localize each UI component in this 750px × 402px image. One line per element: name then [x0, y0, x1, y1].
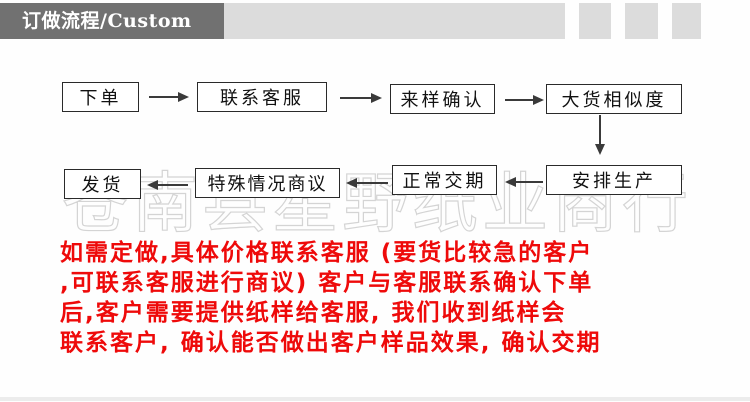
flow-step-normal-delivery: 正常交期: [392, 165, 497, 195]
notice-line: 联系客户, 确认能否做出客户样品效果, 确认交期: [60, 330, 602, 356]
header-decor-square-1: [579, 3, 611, 39]
header-decor-square-3: [672, 3, 701, 39]
notice-line: 如需定做,具体价格联系客服 (要货比较急的客户: [60, 240, 594, 266]
arrow-left-icon: [505, 177, 543, 187]
arrow-left-icon: [346, 178, 388, 188]
flow-step-arrange-production: 安排生产: [546, 165, 682, 195]
bottom-divider: [0, 397, 750, 401]
header-bar-extension: [224, 3, 565, 39]
flow-step-bulk-similarity: 大货相似度: [546, 84, 682, 114]
custom-order-notice: 如需定做,具体价格联系客服 (要货比较急的客户 ,可联系客服进行商议) 客户与客…: [60, 238, 740, 358]
arrow-down-icon: [595, 115, 605, 155]
arrow-left-icon: [147, 180, 188, 190]
flow-step-sample-confirm: 来样确认: [390, 84, 495, 114]
page-title: 订做流程/Custom: [22, 10, 192, 32]
arrow-right-icon: [340, 93, 382, 103]
notice-line: ,可联系客服进行商议) 客户与客服联系确认下单: [60, 270, 594, 296]
arrow-right-icon: [505, 95, 544, 105]
notice-line: 后,客户需要提供纸样给客服, 我们收到纸样会: [60, 300, 567, 326]
arrow-right-icon: [149, 92, 189, 102]
flow-step-ship: 发货: [64, 169, 141, 199]
flow-step-place-order: 下单: [62, 82, 139, 112]
header-decor-square-2: [625, 3, 658, 39]
flow-step-special-negotiation: 特殊情况商议: [195, 168, 340, 198]
header-title-bar: 订做流程/Custom: [0, 3, 224, 39]
flow-step-contact-service: 联系客服: [197, 82, 327, 112]
